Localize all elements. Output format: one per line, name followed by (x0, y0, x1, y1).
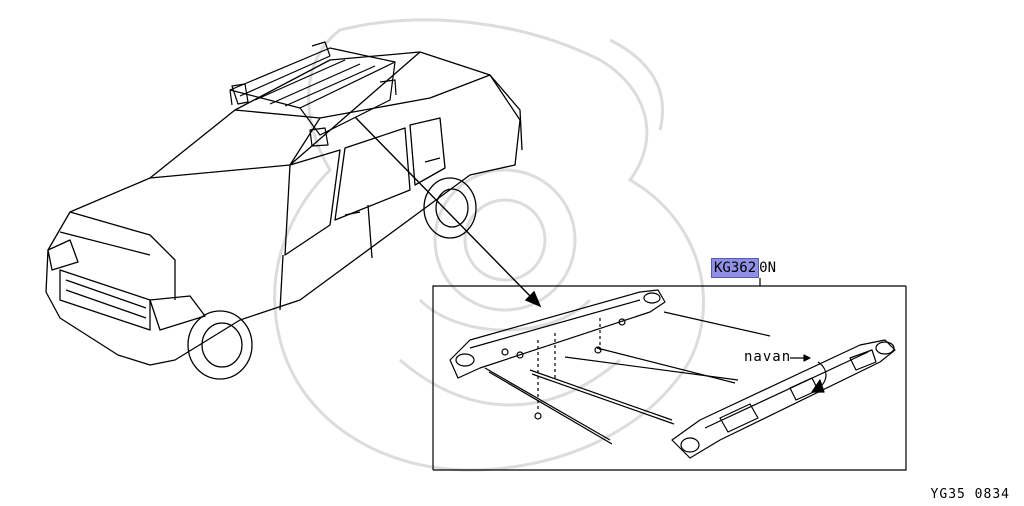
callout-label: navan (744, 349, 792, 365)
part-number-highlight[interactable]: KG362 (711, 258, 760, 278)
part-number-suffix: 0N (759, 260, 777, 276)
leader-arrow (354, 116, 542, 308)
detail-frame (432, 278, 907, 471)
rack-detail-icon (449, 289, 896, 459)
watermark-crest-icon (273, 18, 705, 472)
roof-rack-icon (229, 41, 397, 147)
car-outline-icon (45, 51, 523, 380)
figure-code: YG35 0834 (930, 487, 1010, 502)
